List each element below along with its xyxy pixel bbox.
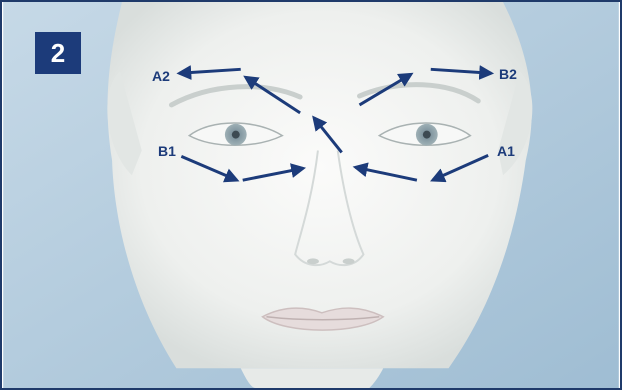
step-number-badge: 2 <box>35 32 81 74</box>
left-nostril <box>307 258 319 264</box>
neck <box>241 368 384 388</box>
left-pupil <box>232 131 240 139</box>
label-b1: B1 <box>158 143 176 159</box>
label-a1: A1 <box>497 143 515 159</box>
label-b2: B2 <box>499 66 517 82</box>
label-a2: A2 <box>152 68 170 84</box>
right-nostril <box>343 258 355 264</box>
right-pupil <box>423 131 431 139</box>
